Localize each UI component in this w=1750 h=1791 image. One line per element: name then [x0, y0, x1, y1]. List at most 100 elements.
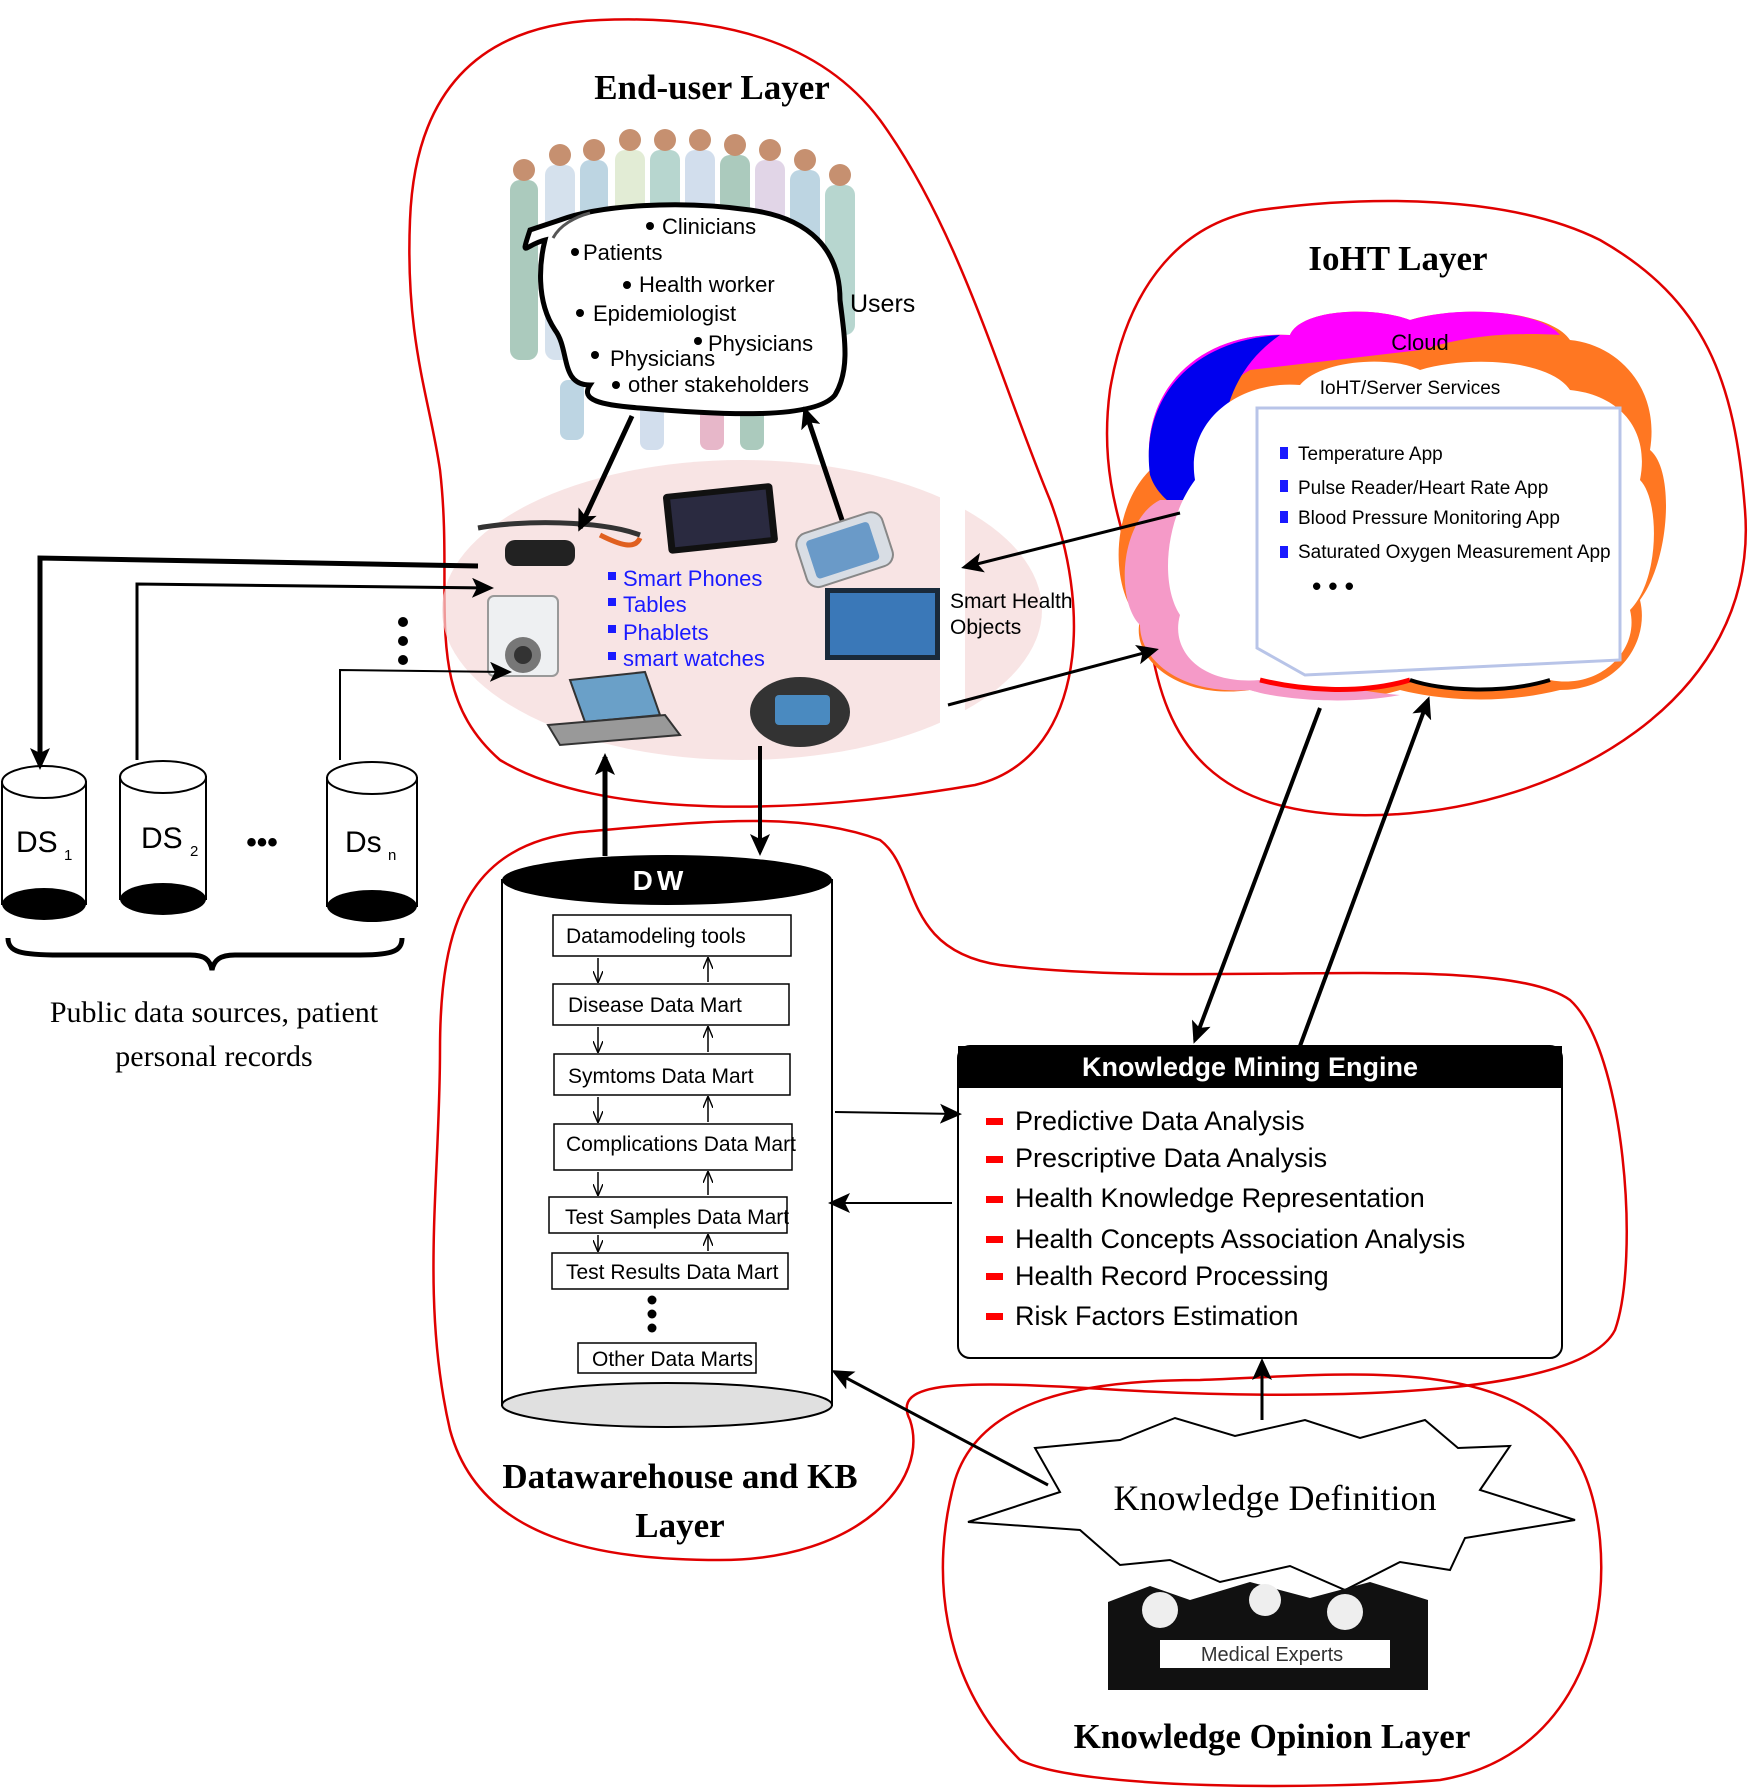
kme-item: Predictive Data Analysis — [1015, 1106, 1305, 1136]
smart-camera-icon — [487, 595, 559, 677]
data-mart-box — [548, 1196, 788, 1234]
kme-title: Knowledge Mining Engine — [1082, 1052, 1418, 1082]
kme-item: Prescriptive Data Analysis — [1015, 1143, 1327, 1173]
data-source-dsn: Ds n — [326, 761, 418, 922]
smart-health-objects-label-line2: Objects — [950, 616, 1021, 639]
smart-glasses-icon — [477, 520, 643, 566]
data-sources-caption-line2: personal records — [115, 1040, 312, 1073]
device-item: smart watches — [623, 646, 765, 671]
data-sources-ellipsis: ••• — [246, 826, 278, 859]
data-source-ds2: DS 2 — [119, 760, 207, 915]
device-item: Tables — [623, 592, 687, 617]
data-source-ds1: DS 1 — [1, 765, 87, 920]
data-source-label: Ds — [345, 826, 382, 859]
data-mart-label: Symtoms Data Mart — [568, 1065, 754, 1088]
data-source-subscript: n — [388, 847, 396, 864]
user-item: other stakeholders — [628, 372, 809, 397]
device-illustrations — [477, 483, 940, 747]
data-mart-label: Datamodeling tools — [566, 925, 746, 948]
data-mart-box — [552, 914, 792, 957]
medical-experts-illustration — [1108, 1582, 1428, 1690]
user-item: Clinicians — [662, 214, 756, 239]
arrow-cloud-to-kme — [1191, 707, 1322, 1044]
data-sources-caption-line1: Public data sources, patient — [50, 996, 379, 1029]
kme-item: Health Knowledge Representation — [1015, 1183, 1425, 1213]
users-bubble — [522, 202, 848, 417]
user-item: Epidemiologist — [593, 301, 736, 326]
device-item: Smart Phones — [623, 566, 762, 591]
ioht-app-item: Temperature App — [1298, 444, 1443, 465]
datawarehouse-layer-title-line1: Datawarehouse and KB — [502, 1457, 857, 1496]
cloud-subtitle: IoHT/Server Services — [1320, 378, 1501, 399]
knowledge-opinion-layer-outline — [941, 1373, 1603, 1788]
datawarehouse-layer-outline — [432, 819, 1628, 1562]
data-mart-label: Test Results Data Mart — [566, 1261, 779, 1284]
arrow-dw-to-kme — [834, 1103, 962, 1124]
kme-items: Predictive Data Analysis Prescriptive Da… — [986, 1106, 1465, 1331]
laptop-icon — [546, 670, 682, 747]
ioht-app-item: Blood Pressure Monitoring App — [1298, 508, 1560, 529]
arrow-devices-to-cloud — [947, 644, 1159, 707]
dw-title: DW — [633, 865, 688, 896]
user-item: Physicians — [708, 331, 813, 356]
data-mart-box — [553, 1123, 793, 1171]
smart-tv-icon — [825, 588, 940, 660]
users-label: Users — [850, 290, 915, 318]
data-mart-label: Other Data Marts — [592, 1348, 753, 1371]
arrow-users-to-devices — [577, 414, 635, 532]
user-item: Physicians — [610, 346, 715, 371]
arrow-knowledge-definition-to-dw — [831, 1370, 1049, 1487]
smartphone-icon — [795, 511, 894, 589]
kme-item: Health Concepts Association Analysis — [1015, 1224, 1465, 1254]
flow-arrows — [30, 406, 1432, 1487]
data-marts: Datamodeling tools Disease Data Mart Sym… — [548, 914, 796, 1374]
knowledge-definition-label: Knowledge Definition — [1114, 1478, 1437, 1518]
users-list: Clinicians Patients Health worker Epidem… — [571, 214, 813, 397]
data-mart-box — [552, 983, 790, 1026]
arrow-devices-to-ds1 — [30, 555, 479, 770]
ioht-app-item: Saturated Oxygen Measurement App — [1298, 542, 1611, 563]
kme-item: Risk Factors Estimation — [1015, 1301, 1299, 1331]
data-mart-box — [577, 1342, 757, 1374]
kme-item: Health Record Processing — [1015, 1261, 1329, 1291]
data-source-label: DS — [16, 826, 58, 859]
data-mart-box — [551, 1252, 789, 1290]
arrow-cloud-to-devices — [961, 511, 1181, 573]
arrow-ds2-to-devices — [135, 577, 494, 760]
ioht-layer-outline — [1105, 199, 1748, 817]
data-source-subscript: 1 — [64, 847, 72, 864]
user-item: Health worker — [639, 272, 775, 297]
user-item: Patients — [583, 240, 663, 265]
ioht-layer-title: IoHT Layer — [1308, 239, 1487, 278]
knowledge-mining-engine — [957, 1045, 1563, 1359]
knowledge-opinion-layer-title: Knowledge Opinion Layer — [1074, 1717, 1471, 1756]
more-marts-dots — [647, 1295, 657, 1333]
device-type-list: Smart Phones Tables Phablets smart watch… — [608, 566, 765, 671]
data-mart-label: Disease Data Mart — [568, 994, 742, 1017]
smart-health-objects-label-line1: Smart Health — [950, 590, 1073, 613]
medical-experts-label: Medical Experts — [1201, 1644, 1343, 1666]
data-source-label: DS — [141, 822, 183, 855]
data-mart-label: Test Samples Data Mart — [565, 1206, 789, 1229]
smart-watch-icon — [750, 677, 850, 747]
knowledge-definition-star — [967, 1416, 1576, 1592]
cloud-title: Cloud — [1391, 330, 1448, 355]
data-sources-brace — [5, 937, 405, 971]
data-source-subscript: 2 — [190, 843, 198, 860]
data-mart-label: Complications Data Mart — [566, 1133, 796, 1156]
ioht-apps-more: • • • — [1312, 571, 1354, 601]
ioht-apps-panel — [1255, 406, 1622, 677]
arrow-dsn-to-devices — [339, 661, 512, 760]
data-mart-arrows — [598, 958, 708, 1251]
arrow-devices-to-users — [801, 406, 845, 521]
tablet-icon — [663, 483, 778, 554]
end-user-layer-outline — [408, 18, 1076, 808]
ioht-app-item: Pulse Reader/Heart Rate App — [1298, 478, 1548, 499]
datawarehouse-layer-title-line2: Layer — [635, 1506, 724, 1545]
arrow-kme-to-cloud — [1298, 696, 1432, 1047]
end-user-layer-title: End-user Layer — [594, 68, 830, 107]
data-mart-box — [553, 1053, 791, 1096]
device-item: Phablets — [623, 620, 709, 645]
ioht-apps-list: Temperature App Pulse Reader/Heart Rate … — [1280, 444, 1611, 563]
